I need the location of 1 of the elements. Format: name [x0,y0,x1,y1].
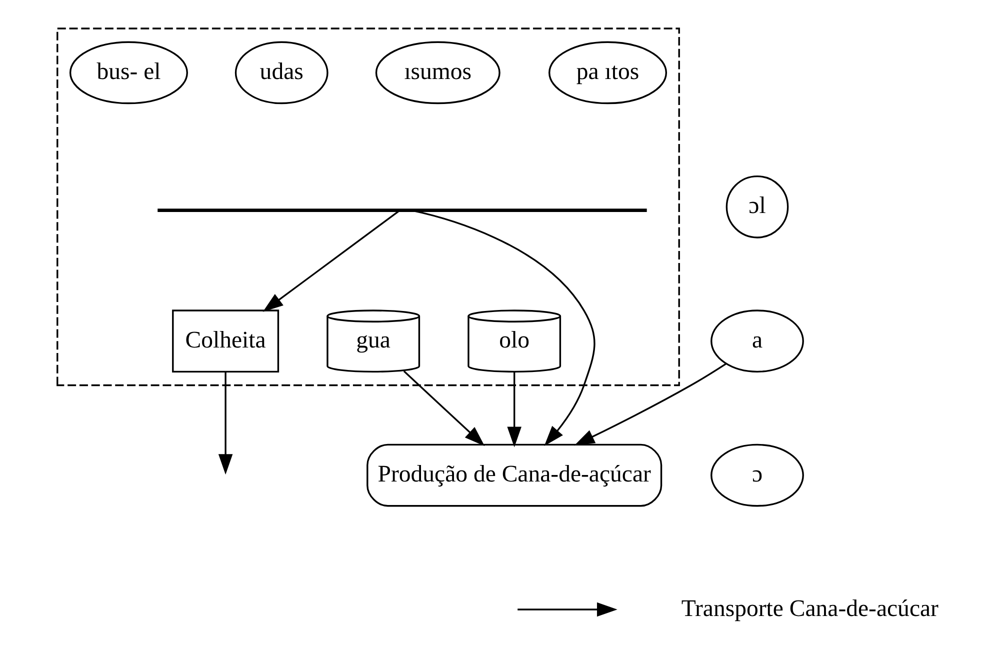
legend-label: Transporte Cana-de-acúcar [681,596,938,622]
